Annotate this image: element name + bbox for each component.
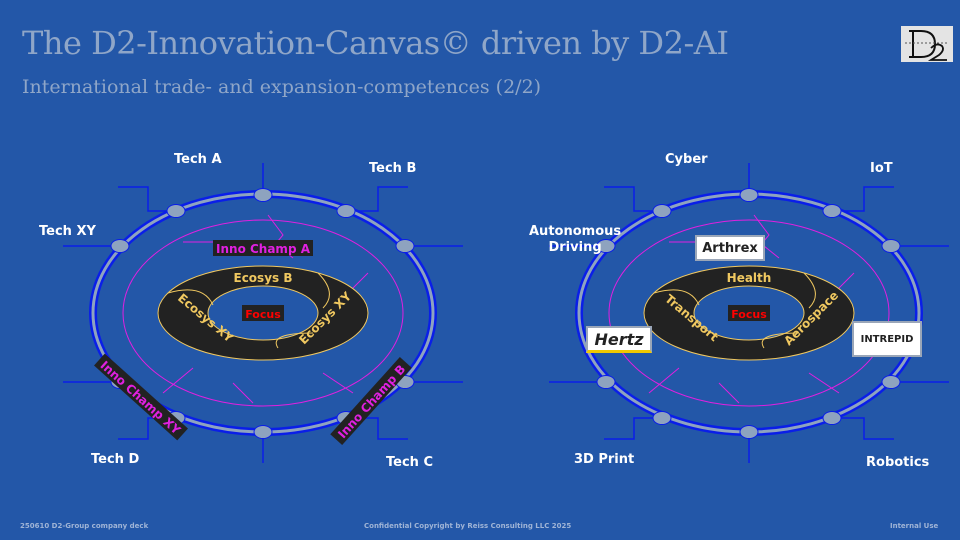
label-cyber: Cyber <box>665 152 708 167</box>
connector-node <box>395 239 415 253</box>
circuit-line <box>604 417 662 440</box>
inno-champ-0: Inno Champ A <box>213 240 313 256</box>
focus-box <box>242 305 284 321</box>
connector-node <box>110 239 130 253</box>
circuit-line <box>832 186 894 212</box>
label-tech-d: Tech D <box>91 452 140 467</box>
label-tech-xy: Tech XY <box>39 224 96 239</box>
connector-node <box>253 188 273 202</box>
connector-node <box>739 425 759 439</box>
connector-node <box>652 411 672 425</box>
magenta-ellipse <box>122 219 404 407</box>
circuit-line <box>118 186 176 212</box>
footer-deck: 250610 D2-Group company deck <box>20 522 149 530</box>
label-tech-c: Tech C <box>386 455 433 470</box>
focus-box <box>728 305 770 321</box>
focus-label: Focus <box>731 308 767 321</box>
footer-copyright: Confidential Copyright by Reiss Consulti… <box>364 522 572 530</box>
arthrex-logo: Arthrex <box>695 235 765 261</box>
champ-label: Inno Champ XY <box>98 358 184 437</box>
magenta-ellipse <box>608 219 890 407</box>
label-autonomous-driving: Autonomous Driving <box>529 224 622 255</box>
footer-internal: Internal Use <box>890 522 939 530</box>
label-robotics: Robotics <box>866 455 930 470</box>
hertz-logo: Hertz <box>586 326 652 353</box>
label-3d-print: 3D Print <box>574 452 635 467</box>
connector-node <box>881 239 901 253</box>
ecosystem-ring <box>157 265 369 361</box>
inno-champ-2: Inno Champ B <box>330 357 412 445</box>
circuit-line <box>346 186 408 212</box>
focus-label: Focus <box>245 308 281 321</box>
connector-node <box>253 425 273 439</box>
connector-node <box>166 204 186 218</box>
circuit-line <box>604 186 662 212</box>
ring-dividers <box>167 272 330 349</box>
label-iot: IoT <box>870 161 893 176</box>
page-title: The D2-Innovation-Canvas© driven by D2-A… <box>22 24 729 62</box>
connector-node <box>739 188 759 202</box>
connector-node <box>881 375 901 389</box>
inno-champ-1: Inno Champ XY <box>94 353 188 441</box>
connector-node <box>336 204 356 218</box>
ecosys-label-top: Health <box>727 271 772 285</box>
circuit-line <box>832 417 894 440</box>
ecosystem-ring <box>643 265 855 361</box>
label-tech-b: Tech B <box>369 161 417 176</box>
champ-box <box>330 357 412 445</box>
champ-box <box>94 353 188 441</box>
connector-node <box>596 375 616 389</box>
connector-node <box>652 204 672 218</box>
ecosys-label-top: Ecosys B <box>234 271 293 285</box>
connector-node <box>596 239 616 253</box>
d2-logo <box>901 26 953 62</box>
ring-dividers <box>653 272 816 349</box>
champ-label: Inno Champ B <box>335 362 408 441</box>
champ-box <box>213 240 313 256</box>
connector-node <box>822 411 842 425</box>
connector-node <box>822 204 842 218</box>
d2-logo-mark <box>905 30 949 61</box>
champ-label: Inno Champ A <box>216 242 311 256</box>
page-subtitle: International trade- and expansion-compe… <box>22 76 542 98</box>
intrepid-logo: INTREPID <box>852 321 922 357</box>
label-tech-a: Tech A <box>174 152 222 167</box>
